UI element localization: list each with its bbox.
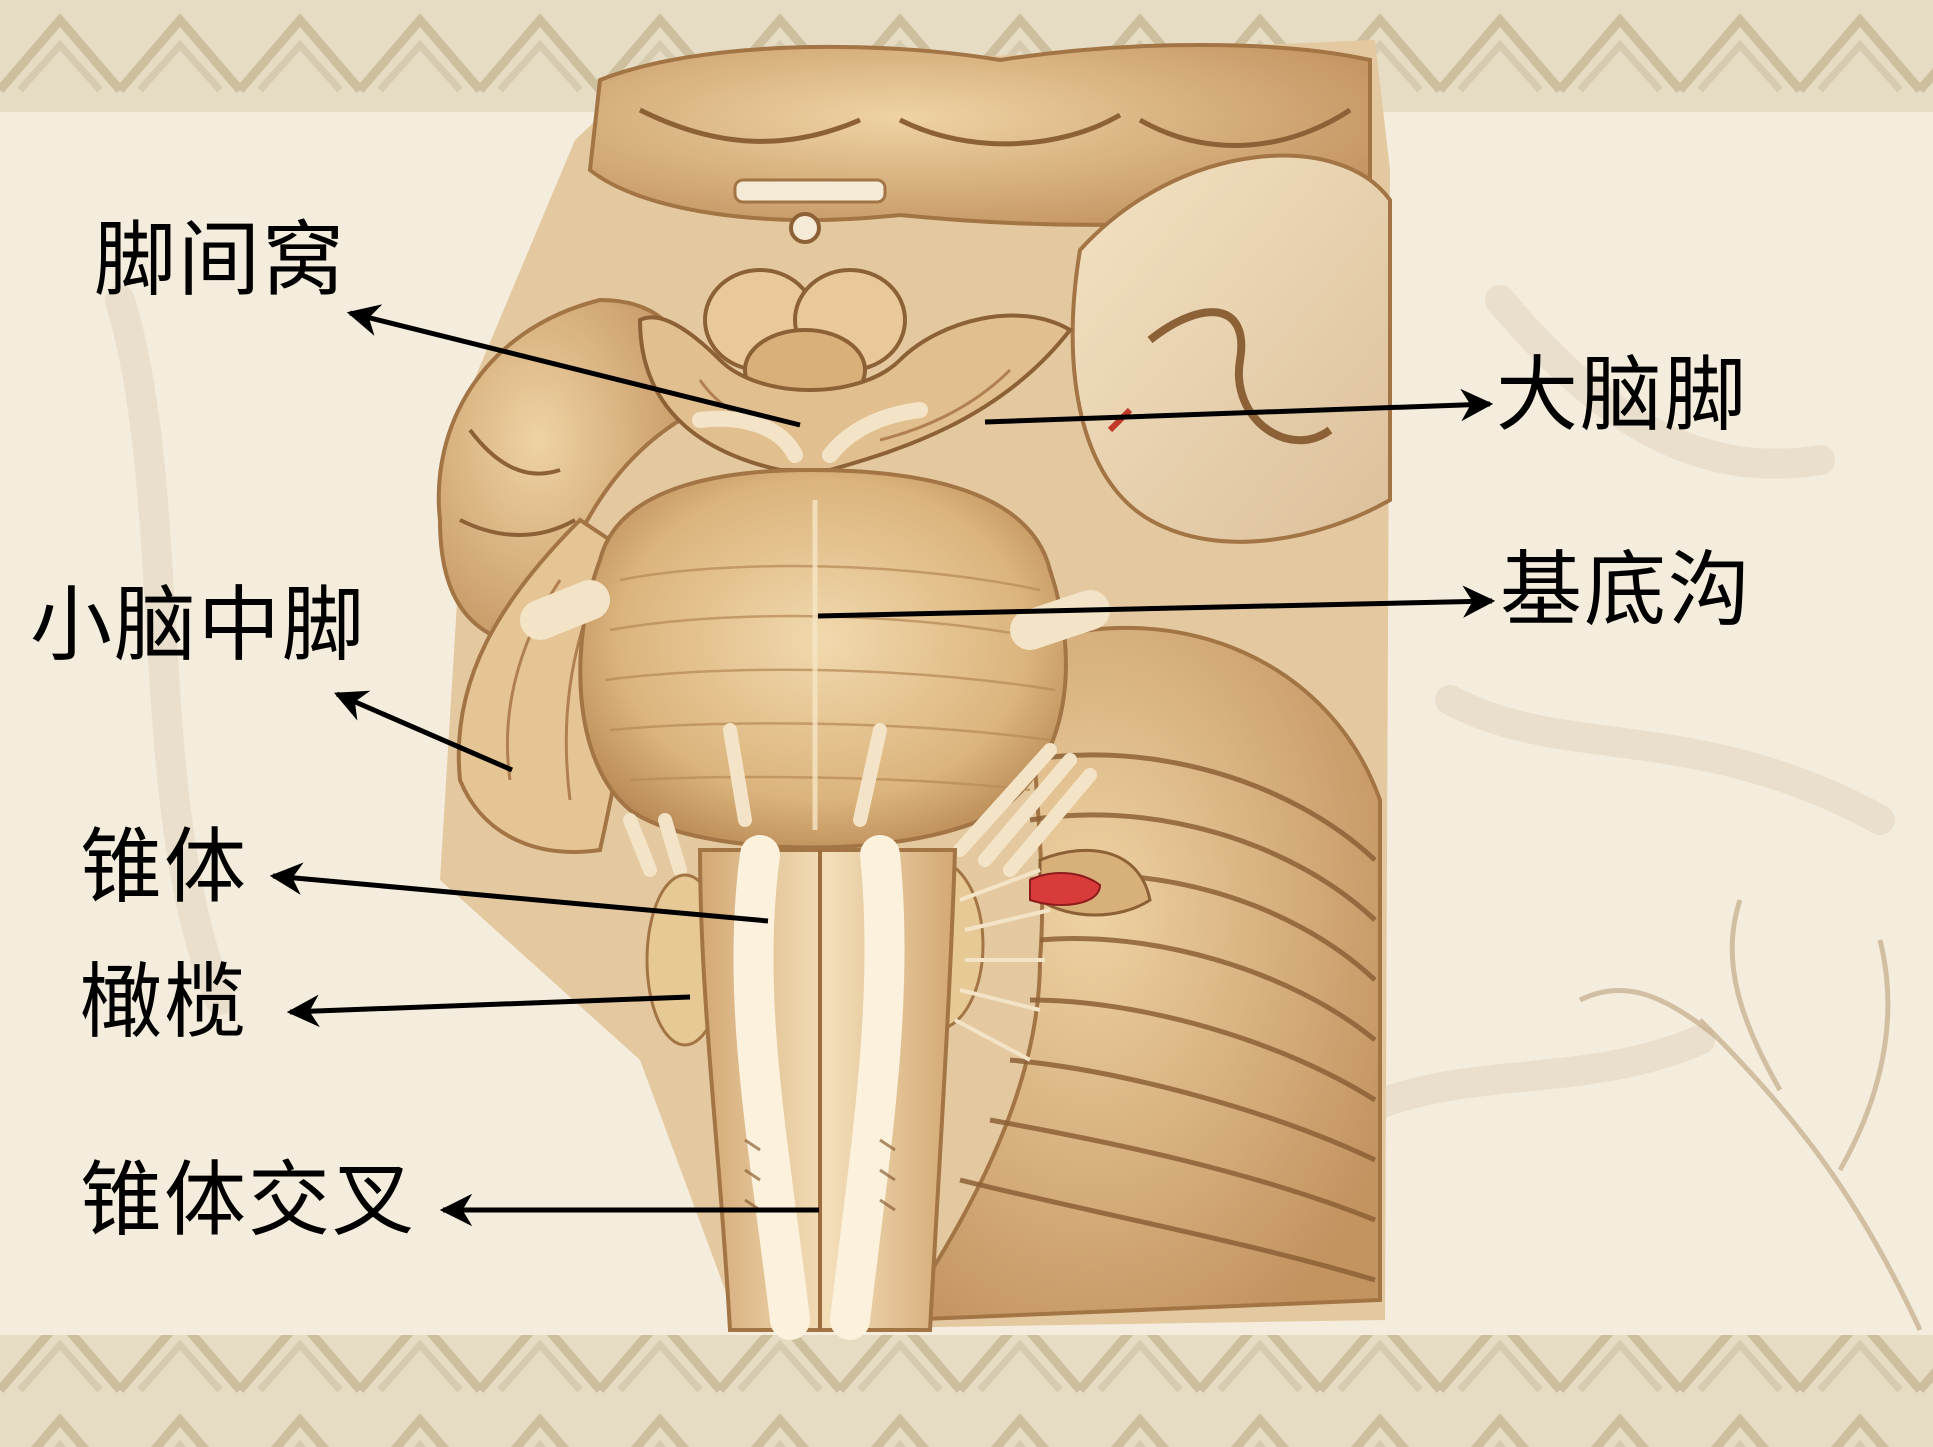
label-cerebral-peduncle: 大脑脚 bbox=[1496, 355, 1748, 437]
label-interpeduncular-fossa: 脚间窝 bbox=[94, 220, 346, 302]
label-pyramid: 锥体 bbox=[80, 827, 248, 909]
label-olive: 橄榄 bbox=[80, 962, 248, 1044]
label-pyramidal-decussation: 锥体交叉 bbox=[80, 1160, 416, 1242]
label-basilar-sulcus: 基底沟 bbox=[1500, 550, 1752, 632]
bottom-border-pattern bbox=[0, 1335, 1933, 1447]
label-middle-cerebellar-peduncle: 小脑中脚 bbox=[30, 585, 366, 667]
